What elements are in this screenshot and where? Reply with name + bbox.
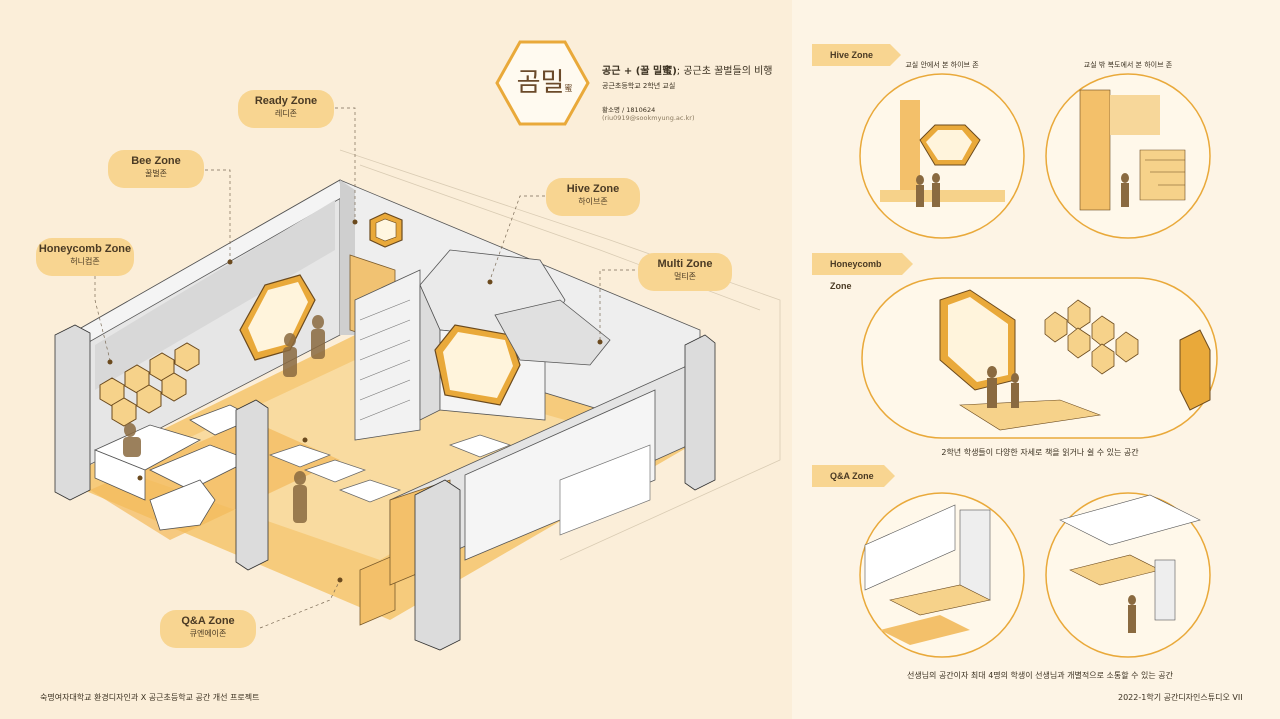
zone-label-en: Honeycomb Zone: [38, 243, 132, 255]
tag-honeycomb-zone: Honeycomb Zone: [812, 253, 913, 291]
project-subtitle: 공근초등학교 2학년 교실: [602, 82, 676, 90]
zone-label-ko: 멀티존: [673, 272, 697, 281]
logo-small: 蜜: [564, 84, 573, 93]
caption-hive-inside: 교실 안에서 본 하이브 존: [905, 61, 979, 69]
zone-label-ko: 허니컴존: [70, 257, 100, 266]
tag-hive-zone: Hive Zone: [812, 44, 901, 66]
tag-qa-zone: Q&A Zone: [812, 465, 895, 487]
zone-label-en: Ready Zone: [254, 95, 318, 107]
zone-honeycomb: Honeycomb Zone 허니컴존: [36, 238, 134, 276]
author-email: (riu0919@sookmyung.ac.kr): [602, 114, 695, 122]
zone-label-ko: 큐엔에이존: [189, 629, 227, 638]
zone-ready: Ready Zone 레디존: [238, 90, 334, 128]
zone-label-ko: 하이브존: [578, 197, 608, 206]
project-title-rest: ; 공근초 꿀벌들의 비행: [676, 66, 773, 77]
zone-label-en: Q&A Zone: [181, 615, 235, 627]
zone-label-en: Bee Zone: [131, 155, 181, 167]
zone-label-ko: 꿀벌존: [144, 169, 168, 178]
right-panel: [792, 0, 1280, 719]
caption-honeycomb: 2학년 학생들이 다양한 자세로 책을 읽거나 쉴 수 있는 공간: [941, 448, 1139, 457]
zone-label-en: Hive Zone: [566, 183, 620, 195]
zone-label-ko: 레디존: [274, 109, 298, 118]
logo-hexagon: [495, 40, 590, 126]
project-title-bold: 공근 + (꿀 밀蜜): [602, 66, 677, 77]
footer-right: 2022-1학기 공간디자인스튜디오 VII: [1118, 693, 1243, 702]
caption-qa: 선생님의 공간이자 최대 4명의 학생이 선생님과 개별적으로 소통할 수 있는…: [906, 671, 1174, 680]
caption-hive-corridor: 교실 밖 복도에서 본 하이브 존: [1083, 61, 1173, 69]
zone-hive: Hive Zone 하이브존: [546, 178, 640, 216]
logo: 곰밀蜜: [507, 62, 582, 99]
classroom-isometric-drawing: [54, 40, 781, 651]
zone-bee: Bee Zone 꿀벌존: [108, 150, 204, 188]
zone-label-en: Multi Zone: [657, 258, 713, 270]
zone-multi: Multi Zone 멀티존: [638, 253, 732, 291]
footer-left: 숙명여자대학교 환경디자인과 X 공근초등학교 공간 개선 프로젝트: [40, 693, 260, 702]
project-title: 공근 + (꿀 밀蜜); 공근초 꿀벌들의 비행: [602, 62, 772, 77]
logo-text: 곰밀: [516, 68, 565, 98]
author: 황소명 / 1810624: [602, 106, 656, 114]
zone-qa: Q&A Zone 큐엔에이존: [160, 610, 256, 648]
